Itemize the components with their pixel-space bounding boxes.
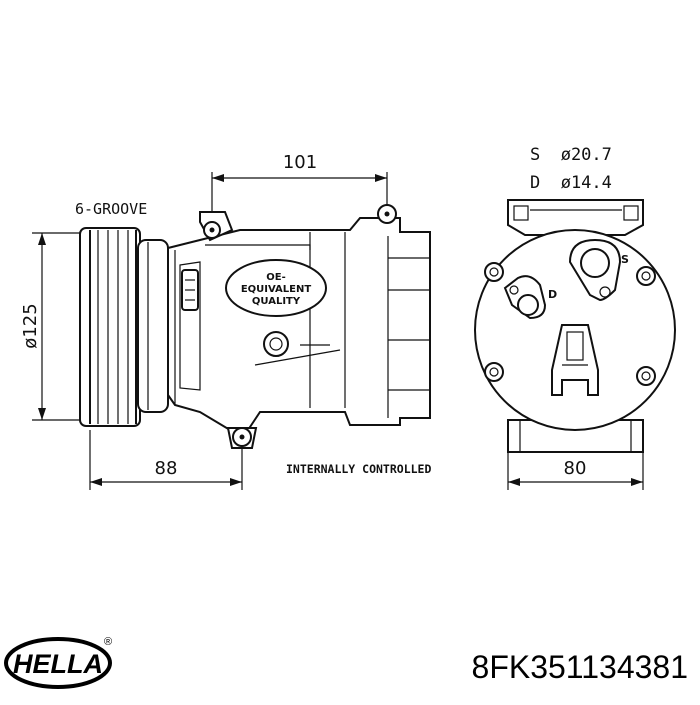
- dim-bottom-right-label: 80: [564, 458, 587, 479]
- dimension-top: 101: [211, 152, 388, 215]
- dimension-bottom-left: 88: [89, 430, 243, 490]
- port-d-label: D: [548, 288, 557, 301]
- dim-bottom-left-label: 88: [155, 458, 178, 479]
- oe-line-2: EQUIVALENT: [241, 284, 312, 295]
- discharge-line-label: D ø14.4: [530, 173, 612, 193]
- dim-left-label: ø125: [20, 303, 41, 348]
- port-s-label: S: [621, 253, 629, 266]
- controlled-label: INTERNALLY CONTROLLED: [286, 462, 431, 476]
- dim-top-label: 101: [283, 152, 317, 173]
- dimension-left: ø125: [20, 232, 82, 421]
- registered-mark: ®: [104, 636, 112, 648]
- pulley: [79, 227, 169, 427]
- rear-view: S D: [474, 199, 676, 453]
- oe-line-3: QUALITY: [252, 296, 301, 307]
- groove-label: 6-GROOVE: [75, 200, 147, 218]
- dimension-bottom-right: 80: [507, 452, 644, 490]
- compressor-body: OE- EQUIVALENT QUALITY: [167, 204, 431, 449]
- hella-logo: HELLA ®: [4, 636, 112, 689]
- hella-logo-text: HELLA: [13, 649, 103, 679]
- oe-line-1: OE-: [266, 272, 285, 283]
- part-number: 8FK351134381: [472, 649, 688, 685]
- suction-line-label: S ø20.7: [530, 145, 612, 165]
